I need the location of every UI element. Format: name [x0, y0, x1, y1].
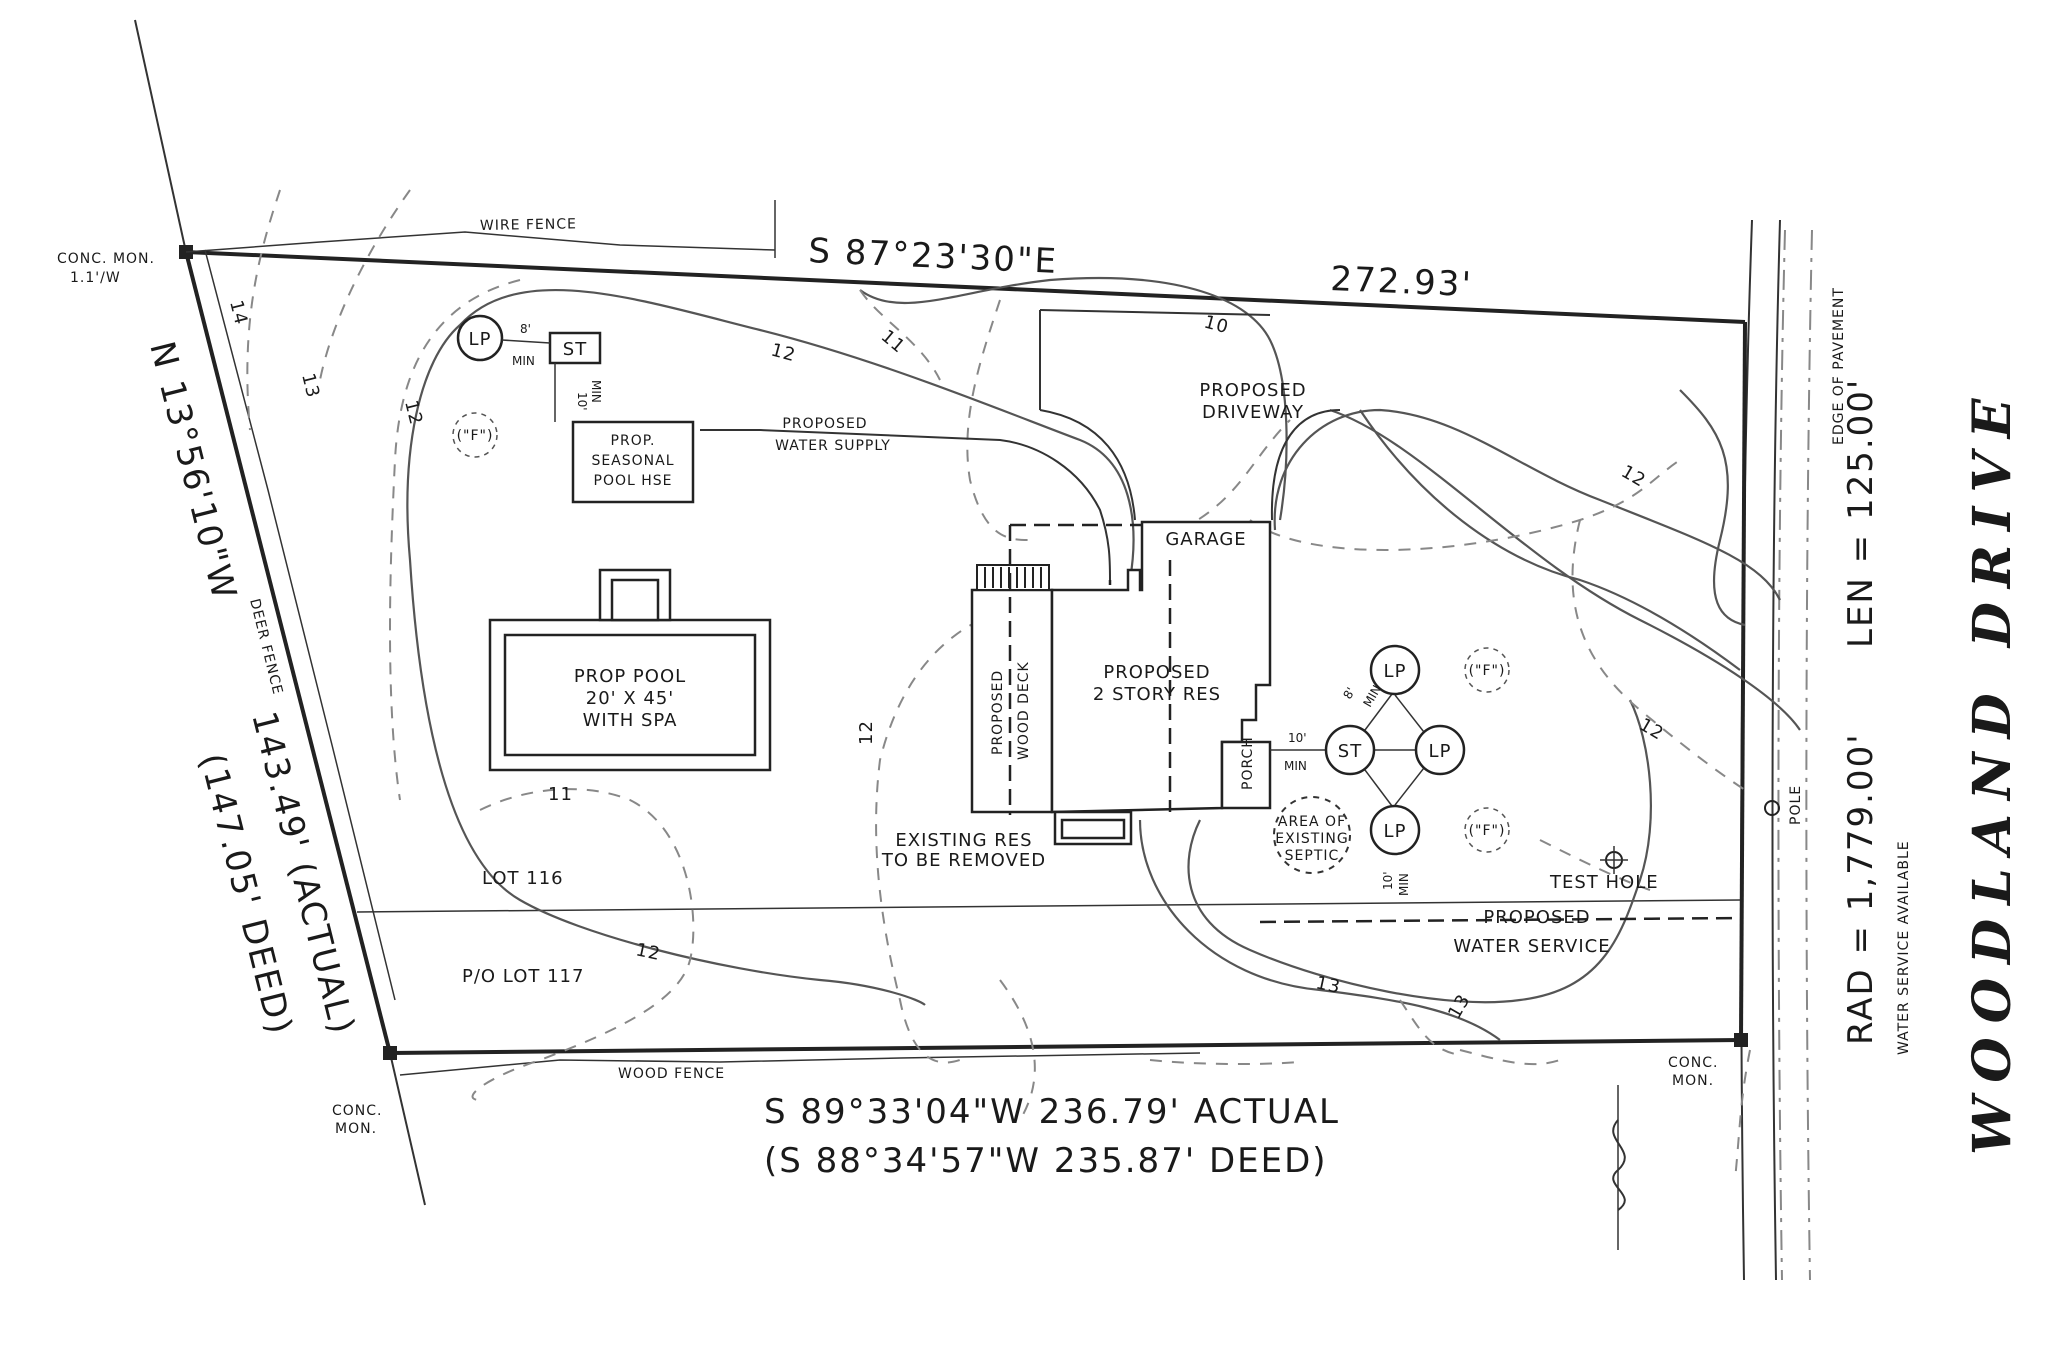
residence: GARAGE PROPOSED 2 STORY RES PORCH PROPOS…: [970, 520, 1272, 846]
utility-pole: POLE: [1764, 785, 1804, 825]
poolhouse-utilities: LP ST 8' MIN 10' MIN: [456, 314, 603, 422]
dim-min-septic-3: MIN: [1397, 873, 1411, 896]
road-lines: [1740, 219, 1813, 1281]
edge-of-pavement: EDGE OF PAVEMENT: [1831, 287, 1847, 445]
lp-tank-1: LP: [1384, 661, 1407, 682]
east-length: LEN = 125.00': [1841, 378, 1881, 648]
contour-label-12-west: 12: [400, 398, 426, 427]
lp-tank-3: LP: [1384, 821, 1407, 842]
wood-fence-label: WOOD FENCE: [618, 1066, 725, 1082]
poolhouse-label-1: PROP.: [611, 433, 656, 449]
poolhouse-label-2: SEASONAL: [591, 453, 674, 469]
water-service-note: WATER SERVICE AVAILABLE: [1896, 840, 1912, 1055]
f-marker-2: ("F"): [1469, 663, 1506, 679]
monument-se-label-1: CONC.: [1668, 1055, 1719, 1071]
dim-8-pool: 8': [520, 322, 531, 336]
driveway-label-1: PROPOSED: [1199, 380, 1306, 401]
water-service-line: [1259, 916, 1741, 924]
f-marker-1: ("F"): [457, 428, 494, 444]
deck-label-1: PROPOSED: [990, 670, 1006, 755]
dim-8-septic: 8': [1340, 685, 1358, 701]
contour-label-12-center: 12: [856, 720, 877, 745]
south-deed: (S 88°34'57"W 235.87' DEED): [764, 1141, 1328, 1181]
residence-label-1: PROPOSED: [1103, 662, 1210, 683]
dim-min-pool: MIN: [512, 354, 535, 368]
proposed-pool: PROP POOL 20' X 45' WITH SPA: [488, 568, 772, 772]
garage-label: GARAGE: [1165, 529, 1246, 550]
pool-house: PROP. SEASONAL POOL HSE: [571, 420, 695, 504]
lot-117-label: P/O LOT 117: [462, 966, 584, 987]
contour-label-13-west: 13: [297, 371, 323, 400]
septic-label-3: SEPTIC: [1285, 848, 1340, 864]
test-hole-label: TEST HOLE: [1549, 872, 1659, 893]
monument-sw-label-1: CONC.: [332, 1103, 383, 1119]
water-supply-label-2: WATER SUPPLY: [775, 438, 891, 454]
north-arrow-icon: [1612, 1085, 1626, 1250]
lp-tank-pool: LP: [469, 329, 492, 350]
test-hole: TEST HOLE: [1549, 846, 1659, 893]
pool-label-2: 20' X 45': [586, 688, 674, 709]
driveway-label-2: DRIVEWAY: [1202, 402, 1304, 423]
lot-116-label: LOT 116: [482, 868, 564, 889]
wire-fence-label: WIRE FENCE: [480, 216, 577, 234]
monument-nw-label-1: CONC. MON.: [57, 251, 155, 267]
septic-label-2: EXISTING: [1275, 831, 1348, 847]
porch-label: PORCH: [1240, 736, 1256, 790]
poolhouse-label-3: POOL HSE: [594, 473, 673, 489]
contour-dashed: [246, 189, 1751, 1181]
pool-label-1: PROP POOL: [574, 666, 686, 687]
contour-label-13-se: 13: [1444, 990, 1475, 1022]
residence-label-2: 2 STORY RES: [1093, 684, 1221, 705]
contour-label-13-south: 13: [1314, 972, 1343, 998]
dim-10-septic-2: 10': [1381, 871, 1395, 890]
contour-label-11-north: 11: [877, 326, 910, 358]
contour-label-11-pool: 11: [548, 784, 573, 805]
dim-min-septic: MIN: [1284, 759, 1307, 773]
water-supply-label-1: PROPOSED: [782, 416, 867, 432]
water-service-label-1: PROPOSED: [1483, 907, 1590, 928]
septic-system: ST LP LP LP AREA OF EXISTING SEPTIC 10' …: [1270, 644, 1466, 896]
f-marker-3: ("F"): [1469, 823, 1506, 839]
contour-label-12-east: 12: [1618, 461, 1650, 492]
west-bearing: N 13°56'10"W: [141, 338, 244, 605]
dim-min-pool-2: MIN: [589, 380, 603, 403]
existing-res-label-2: TO BE REMOVED: [881, 850, 1046, 871]
dim-10-pool: 10': [575, 392, 589, 411]
pole-label: POLE: [1788, 785, 1804, 825]
east-radius: RAD = 1,779.00': [1841, 732, 1881, 1045]
monument-sw-label-2: MON.: [335, 1121, 377, 1137]
septic-tank-house: ST: [1338, 741, 1362, 762]
contour-label-10: 10: [1202, 312, 1231, 339]
monument-sw: [383, 1046, 397, 1060]
contour-label-12-east-2: 12: [1636, 714, 1668, 745]
lp-tank-2: LP: [1429, 741, 1452, 762]
contours: [406, 276, 1801, 1041]
monument-se-label-2: MON.: [1672, 1073, 1714, 1089]
contour-label-14: 14: [225, 298, 251, 327]
existing-res-label-1: EXISTING RES: [895, 830, 1032, 851]
f-markers: ("F") ("F") ("F"): [452, 412, 1510, 853]
deck-label-2: WOOD DECK: [1016, 661, 1032, 760]
north-length: 272.93': [1330, 259, 1474, 305]
property-boundary: [134, 19, 1747, 1206]
septic-label-1: AREA OF: [1278, 814, 1346, 830]
water-supply-line: [700, 429, 1112, 585]
road-name: WOODLAND DRIVE: [1962, 385, 2023, 1155]
pool-label-3: WITH SPA: [583, 710, 678, 731]
water-service-label-2: WATER SERVICE: [1453, 936, 1610, 957]
driveway: [1039, 309, 1341, 521]
contour-label-12-north: 12: [769, 340, 798, 367]
septic-tank-pool: ST: [563, 339, 587, 360]
contour-label-12-south: 12: [634, 939, 663, 965]
south-actual: S 89°33'04"W 236.79' ACTUAL: [764, 1092, 1340, 1132]
monument-se: [1734, 1033, 1748, 1047]
monument-nw-label-2: 1.1'/W: [70, 270, 121, 286]
dim-10-septic: 10': [1288, 731, 1307, 745]
north-bearing: S 87°23'30"E: [808, 231, 1059, 282]
